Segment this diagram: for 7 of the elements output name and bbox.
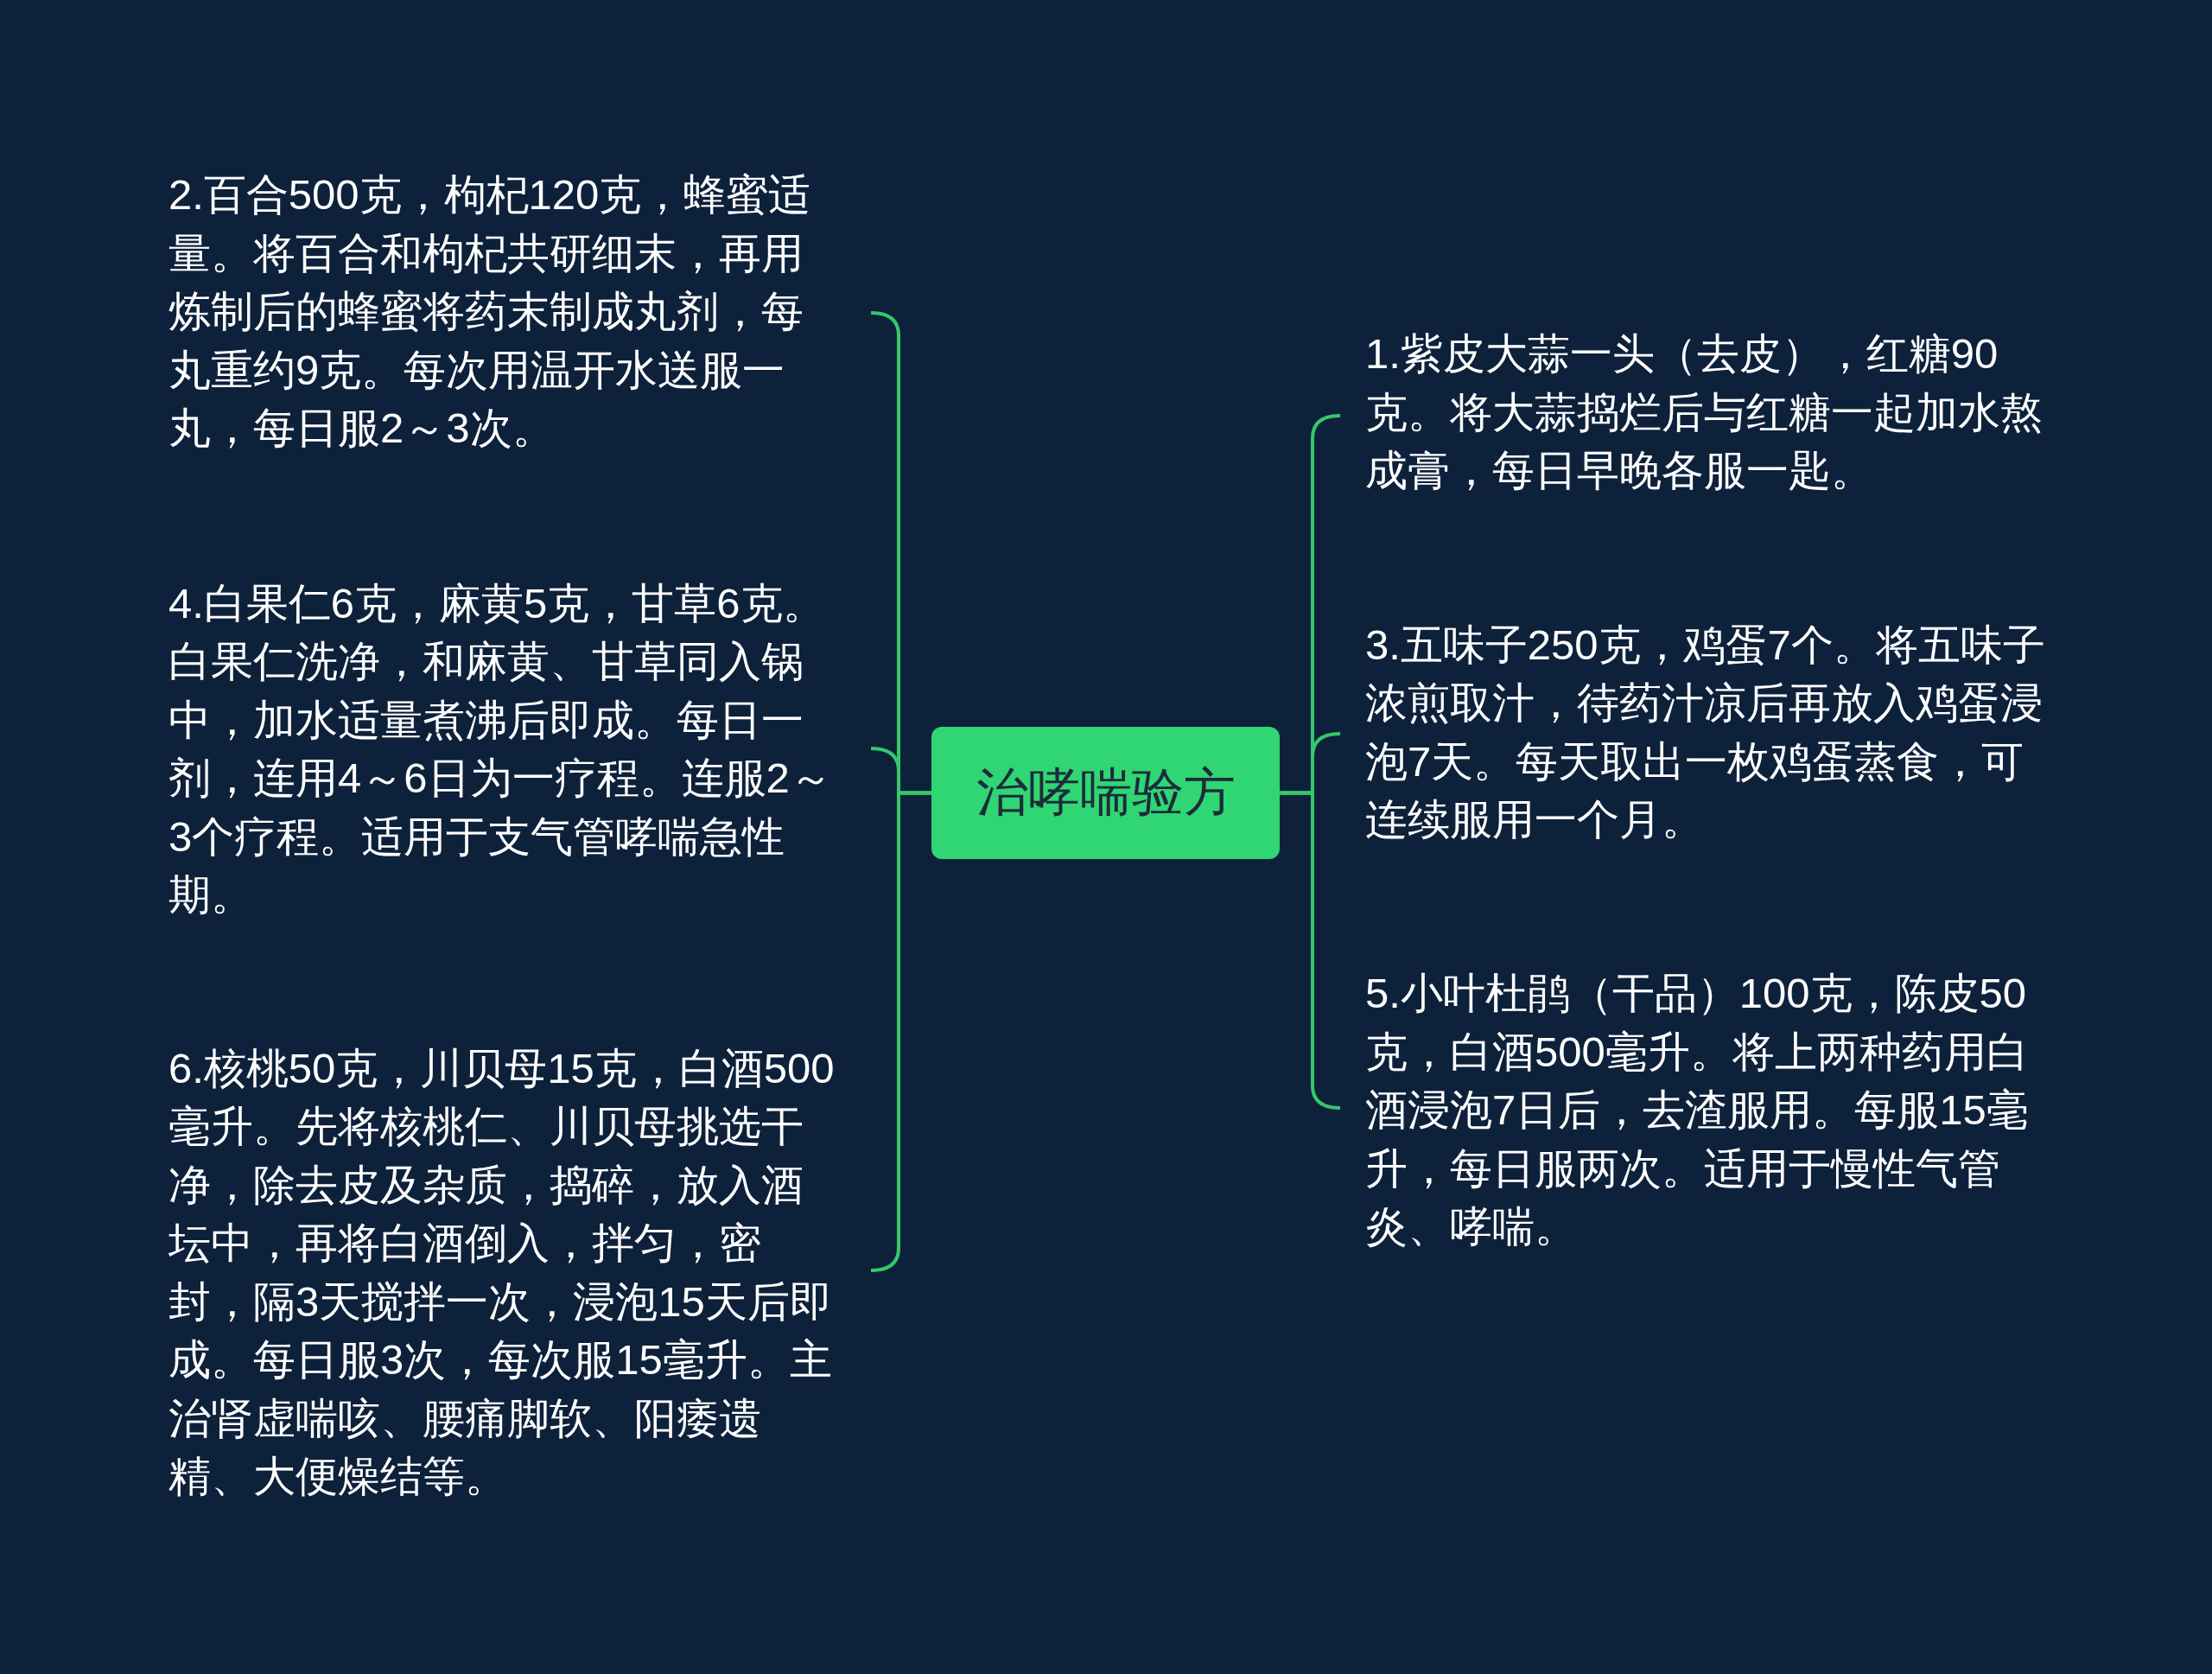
recipe-text: 2.百合500克，枸杞120克，蜂蜜适量。将百合和枸杞共研细末，再用炼制后的蜂蜜将药末制成丸剂，每丸重约9克。每次用温开水送服一丸，每日服2～3次。 [168,170,812,454]
recipe-text: 4.白果仁6克，麻黄5克，甘草6克。白果仁洗净，和麻黄、甘草同入锅中，加水适量煮沸后即成。每日一剂，连用4～6日为一疗程。连服2～3个疗程。适用于支气管哮喘急性期。 [168,578,833,920]
recipe-text: 3.五味子250克，鸡蛋7个。将五味子浓煎取汁，待药汁凉后再放入鸡蛋浸泡7天。每天取出一枚鸡蛋蒸食，可连续服用一个月。 [1365,620,2046,844]
recipe-text: 6.核桃50克，川贝母15克，白酒500毫升。先将核桃仁、川贝母挑选干净，除去皮及杂质，捣碎，放入酒坛中，再将白酒倒入，拌匀，密封，隔3天搅拌一次，浸泡15天后即成。每日服3次，每次服15毫升。主治肾虚喘咳、腰痛脚软、阳痿遗精、大便燥结等。 [168,1043,836,1501]
recipe-text: 1.紫皮大蒜一头（去皮），红糖90克。将大蒜捣烂后与红糖一起加水熬成膏，每日早晚各服一匙。 [1365,329,2044,496]
topic-box: 治哮喘验方 [931,727,1280,859]
recipe-text: 5.小叶杜鹃（干品）100克，陈皮50克，白酒500毫升。将上两种药用白酒浸泡7日后，去渣服用。每服15毫升，每日服两次。适用于慢性气管炎、哮喘。 [1365,969,2030,1252]
